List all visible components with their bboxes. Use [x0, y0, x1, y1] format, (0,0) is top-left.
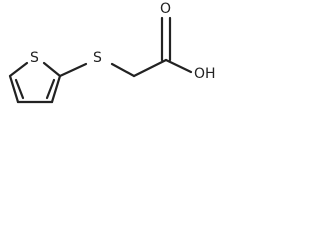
ring-bond-c2-c3-double	[45, 78, 56, 100]
bond-s-ch2	[110, 62, 136, 78]
ring-bond-c4-c5	[8, 74, 20, 104]
ring-bond-c2-c3	[50, 74, 62, 104]
ring-sulfur-label: S	[30, 50, 39, 66]
ring-bond-s-c2	[42, 61, 62, 78]
thioether-sulfur-label: S	[93, 50, 102, 66]
ring-bond-c4-c5-double	[14, 78, 25, 100]
ring-bond-c5-s	[8, 61, 29, 78]
bond-c2-s	[58, 62, 88, 78]
bond-c-oh	[164, 58, 193, 74]
bond-ch2-cooh	[132, 58, 168, 78]
structural-formula: S S O OH	[8, 1, 216, 104]
carbonyl-oxygen-label: O	[160, 1, 171, 17]
hydroxyl-label: OH	[194, 66, 216, 82]
